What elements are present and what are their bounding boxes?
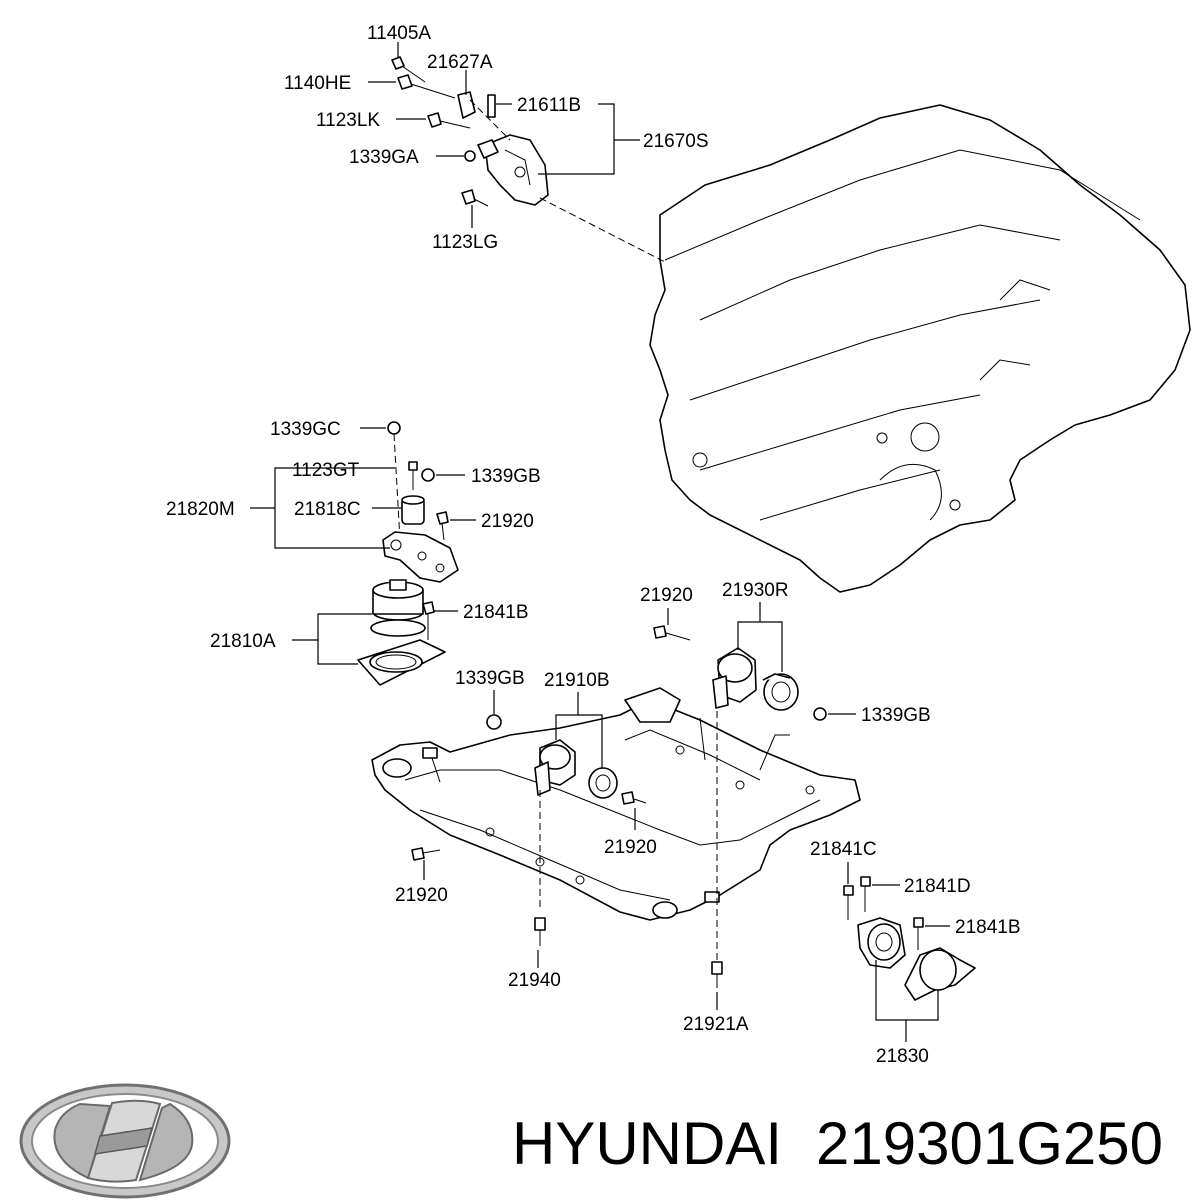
bushing-21818C (401, 495, 425, 525)
part-number: 219301G250 (816, 1110, 1163, 1177)
label-1339GB-right: 1339GB (861, 705, 931, 726)
bolt-21841B-left (422, 601, 435, 640)
nut-1339GB-upper (421, 468, 435, 482)
bolt-1123LK (427, 112, 471, 129)
bolt-21920-lower-left (411, 847, 441, 861)
bolt-1123GT (408, 461, 418, 490)
label-21841D: 21841D (904, 876, 971, 897)
label-21921A: 21921A (683, 1014, 749, 1035)
label-21627A: 21627A (427, 52, 493, 73)
label-21920-right: 21920 (640, 585, 693, 606)
subframe (371, 687, 861, 921)
brand-name: HYUNDAI (512, 1110, 782, 1177)
label-1339GB-center: 1339GB (455, 668, 525, 689)
bolt-21841D (860, 876, 871, 912)
hyundai-logo-icon (19, 1083, 231, 1199)
label-21611B: 21611B (517, 95, 581, 116)
label-1339GC: 1339GC (270, 419, 341, 440)
nut-1339GB-center (486, 714, 502, 730)
label-1123GT: 1123GT (292, 460, 360, 481)
label-21940: 21940 (508, 970, 561, 991)
bolt-1123LG (461, 189, 489, 207)
bushing-21930R (712, 647, 799, 711)
top-mount-bracket (457, 91, 549, 206)
label-21910B: 21910B (544, 670, 610, 691)
bolt-21920-center (621, 791, 647, 805)
bolt-21841C (843, 885, 854, 920)
label-1339GB-upper: 1339GB (471, 466, 541, 487)
bolt-11405A (391, 56, 426, 83)
label-1123LG: 1123LG (432, 232, 498, 253)
bushing-21910B (534, 739, 618, 799)
label-21820M: 21820M (166, 499, 235, 520)
label-1339GA: 1339GA (349, 147, 419, 168)
bracket-21820M (382, 531, 459, 583)
label-21841B-right: 21841B (955, 917, 1021, 938)
bolt-21921A (711, 961, 723, 988)
mount-21810A (357, 579, 446, 686)
label-21818C: 21818C (294, 499, 361, 520)
bolt-21940 (534, 917, 546, 946)
label-21841B-left: 21841B (463, 602, 529, 623)
bolt-21920-left (436, 511, 449, 541)
label-21670S: 21670S (643, 131, 709, 152)
bolt-1140HE (397, 74, 456, 99)
nut-1339GB-right (813, 707, 827, 721)
label-21920-lower-left: 21920 (395, 885, 448, 906)
label-21920-left: 21920 (481, 511, 534, 532)
label-1123LK: 1123LK (316, 110, 380, 131)
nut-1339GC (387, 421, 401, 435)
bolt-21920-right (653, 625, 691, 641)
label-21810A: 21810A (210, 631, 276, 652)
label-21930R: 21930R (722, 580, 789, 601)
label-21920-center: 21920 (604, 837, 657, 858)
label-21841C: 21841C (810, 839, 877, 860)
label-21830: 21830 (876, 1046, 929, 1067)
label-1140HE: 1140HE (284, 73, 351, 94)
engine-block (649, 104, 1191, 593)
label-11405A: 11405A (367, 23, 431, 44)
bolt-21841B-right (913, 917, 924, 950)
